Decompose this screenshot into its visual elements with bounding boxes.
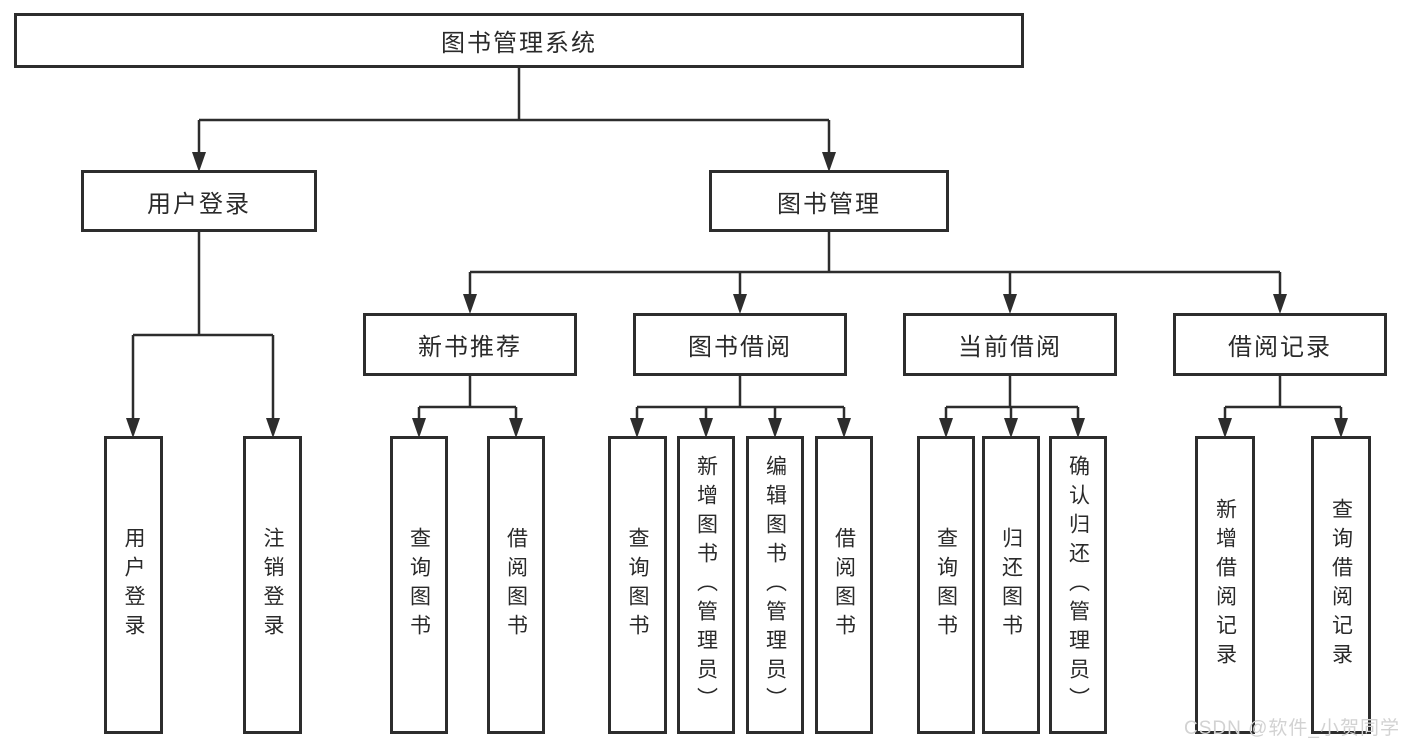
arrow-down-icon (1273, 294, 1287, 314)
arrow-down-icon (1071, 418, 1085, 438)
leaf-br-add-record: 新增借阅记录 (1195, 436, 1255, 734)
leaf-nb-query-books: 查询图书 (390, 436, 448, 734)
arrow-down-icon (192, 152, 206, 172)
leaf-user-login: 用户登录 (104, 436, 163, 734)
arrow-down-icon (1004, 418, 1018, 438)
leaf-logout: 注销登录 (243, 436, 302, 734)
leaf-nb-borrow-books: 借阅图书 (487, 436, 545, 734)
arrow-down-icon (630, 418, 644, 438)
node-user-login: 用户登录 (81, 170, 317, 232)
arrow-down-icon (412, 418, 426, 438)
arrow-down-icon (699, 418, 713, 438)
node-book-borrowing: 图书借阅 (633, 313, 847, 376)
node-borrowing-records: 借阅记录 (1173, 313, 1387, 376)
leaf-bb-add-book-admin: 新增图书（管理员） (677, 436, 735, 734)
leaf-cb-confirm-return-admin: 确认归还（管理员） (1049, 436, 1107, 734)
leaf-bb-edit-book-admin: 编辑图书（管理员） (746, 436, 804, 734)
leaf-cb-query-books: 查询图书 (917, 436, 975, 734)
watermark: CSDN @软件_小贺同学 (1184, 718, 1400, 739)
arrow-down-icon (1334, 418, 1348, 438)
arrow-down-icon (837, 418, 851, 438)
leaf-bb-query-books: 查询图书 (608, 436, 667, 734)
leaf-br-query-record: 查询借阅记录 (1311, 436, 1371, 734)
arrow-down-icon (463, 294, 477, 314)
arrow-down-icon (266, 418, 280, 438)
node-library-system: 图书管理系统 (14, 13, 1024, 68)
leaf-bb-borrow-books: 借阅图书 (815, 436, 873, 734)
leaf-cb-return-books: 归还图书 (982, 436, 1040, 734)
node-new-book-recommend: 新书推荐 (363, 313, 577, 376)
node-book-management: 图书管理 (709, 170, 949, 232)
arrow-down-icon (733, 294, 747, 314)
arrow-down-icon (126, 418, 140, 438)
arrow-down-icon (822, 152, 836, 172)
arrow-down-icon (939, 418, 953, 438)
arrow-down-icon (509, 418, 523, 438)
arrow-down-icon (768, 418, 782, 438)
arrow-down-icon (1003, 294, 1017, 314)
node-current-borrowing: 当前借阅 (903, 313, 1117, 376)
arrow-down-icon (1218, 418, 1232, 438)
